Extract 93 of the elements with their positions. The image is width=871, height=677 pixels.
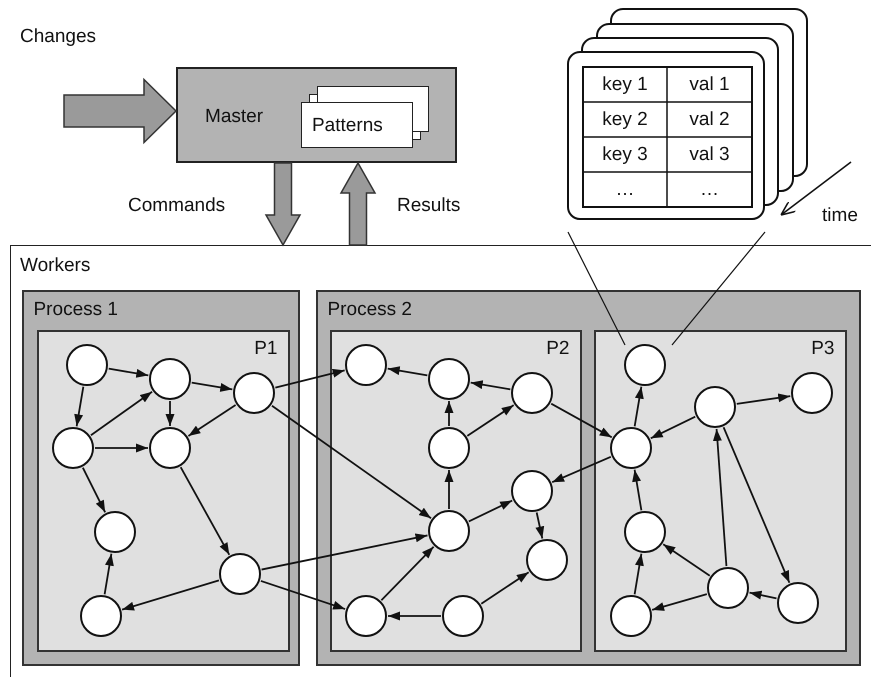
table-cell-text: key 3 bbox=[601, 143, 649, 167]
arrow bbox=[662, 544, 710, 576]
vertex-circle bbox=[148, 426, 190, 468]
table-cell-text: key 2 bbox=[601, 108, 649, 132]
edge-label: Changes bbox=[20, 27, 96, 46]
node-title: P2 bbox=[546, 338, 570, 358]
partition-box bbox=[594, 330, 846, 652]
partition-box bbox=[36, 330, 290, 652]
vertex-circle bbox=[428, 358, 470, 400]
arrow bbox=[260, 580, 346, 610]
process-panel bbox=[22, 290, 300, 666]
arrow bbox=[104, 554, 114, 594]
vertex-circle bbox=[428, 426, 470, 468]
arrow bbox=[188, 404, 236, 437]
process-panel bbox=[316, 290, 860, 666]
arrow bbox=[444, 470, 454, 509]
arrow bbox=[736, 393, 790, 405]
block-arrow bbox=[340, 161, 376, 246]
vertex-circle bbox=[510, 470, 552, 512]
node-title: Patterns bbox=[312, 116, 383, 135]
table-cell-text: val 3 bbox=[688, 143, 731, 167]
vertex-circle bbox=[344, 344, 386, 386]
table-cell-text: val 2 bbox=[688, 108, 731, 132]
arrow bbox=[632, 470, 642, 510]
arrow bbox=[82, 467, 106, 513]
partition-box bbox=[330, 330, 582, 652]
vertex-circle bbox=[790, 372, 832, 414]
table-cell-text: val 1 bbox=[688, 73, 731, 97]
edge-label: Commands bbox=[128, 196, 226, 215]
master-box bbox=[176, 67, 457, 163]
vertex-circle bbox=[624, 344, 666, 386]
node-title: P3 bbox=[811, 338, 834, 358]
vertex-circle bbox=[510, 372, 552, 414]
vertex-circle bbox=[610, 426, 652, 468]
arrow bbox=[380, 546, 434, 601]
node-title: Process 2 bbox=[328, 300, 412, 318]
vertex-circle bbox=[66, 344, 108, 386]
node-title: Workers bbox=[20, 256, 90, 275]
arrow bbox=[470, 380, 510, 390]
arrow bbox=[480, 571, 530, 605]
block-arrow bbox=[63, 78, 178, 144]
arrow bbox=[712, 428, 728, 566]
arrow bbox=[74, 386, 84, 426]
arrow bbox=[192, 382, 232, 392]
arrow bbox=[535, 512, 544, 539]
arrow bbox=[122, 580, 220, 610]
vertex-circle bbox=[344, 594, 386, 636]
workers-frame bbox=[10, 245, 871, 677]
vertex-circle bbox=[232, 372, 274, 414]
table-cell-text: … bbox=[614, 178, 636, 202]
vertex-circle bbox=[694, 386, 736, 428]
vertex-circle bbox=[706, 566, 748, 608]
vertex-circle bbox=[148, 358, 190, 400]
vertex-circle bbox=[52, 426, 94, 468]
pattern-page bbox=[301, 102, 413, 148]
arrow bbox=[652, 593, 708, 611]
table-cell-text: … bbox=[699, 178, 720, 202]
vertex-circle bbox=[80, 594, 122, 636]
node-title: Process 1 bbox=[34, 300, 118, 318]
arrow bbox=[722, 426, 790, 584]
vertex-circle bbox=[526, 538, 568, 580]
arrow bbox=[108, 368, 148, 378]
arrow bbox=[166, 401, 174, 426]
arrow bbox=[180, 466, 230, 556]
vertex-circle bbox=[610, 594, 652, 636]
arrow bbox=[388, 366, 428, 376]
vertex-circle bbox=[624, 510, 666, 552]
arrow bbox=[650, 416, 696, 440]
edge-label: Results bbox=[397, 196, 460, 215]
arrow bbox=[275, 368, 345, 389]
arrow bbox=[749, 590, 777, 600]
arrow bbox=[634, 386, 644, 426]
node-title: P1 bbox=[254, 338, 278, 358]
arrow bbox=[95, 444, 148, 452]
vertex-circle bbox=[776, 582, 818, 624]
arrow bbox=[466, 404, 514, 437]
vertex-circle bbox=[218, 552, 260, 594]
arrow bbox=[444, 401, 454, 426]
arrow bbox=[90, 391, 153, 436]
arrow bbox=[468, 500, 513, 522]
arrow bbox=[552, 456, 612, 484]
arrow bbox=[388, 612, 441, 620]
vertex-circle bbox=[428, 510, 470, 552]
arrow bbox=[550, 402, 612, 438]
node-title: Master bbox=[205, 107, 264, 126]
arrow bbox=[261, 533, 428, 570]
arrow bbox=[271, 404, 432, 520]
block-arrow bbox=[264, 162, 302, 247]
vertex-circle bbox=[94, 510, 136, 552]
table-cell-text: key 1 bbox=[601, 73, 649, 97]
arrow bbox=[634, 554, 644, 594]
vertex-circle bbox=[442, 594, 484, 636]
axis-note: time bbox=[822, 206, 858, 225]
